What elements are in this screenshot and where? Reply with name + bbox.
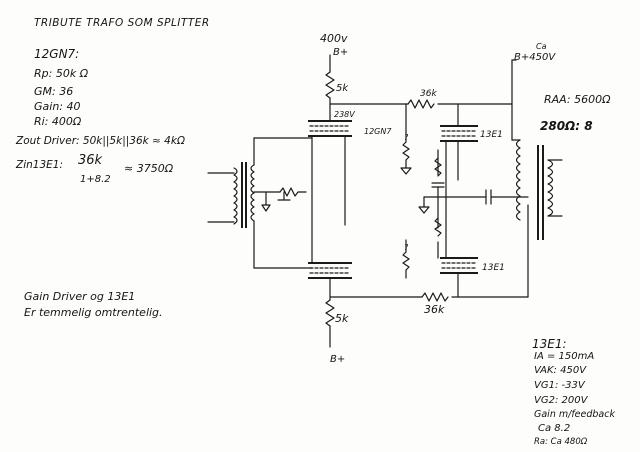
- spec-12gn7-ri: Ri: 400Ω: [34, 115, 82, 128]
- b-plus-right-ca: Ca: [536, 42, 547, 51]
- spec-13e1-vg2: VG2: 200V: [534, 395, 588, 406]
- spec-13e1-vak: VAK: 450V: [534, 365, 587, 376]
- note-line-2: Er temmelig omtrentelig.: [24, 306, 163, 319]
- output-tube-top: [440, 104, 478, 252]
- zin-label: Zin13E1:: [16, 159, 63, 171]
- driver-tube-top: [308, 121, 352, 245]
- zin-result: ≈ 3750Ω: [124, 162, 174, 175]
- zin-numerator: 36k: [78, 153, 103, 168]
- note-line-1: Gain Driver og 13E1: [24, 290, 136, 303]
- grid-pot-top: [401, 130, 411, 174]
- driver-tube-label: 12GN7: [364, 127, 392, 136]
- b-plus-bottom-label: B+: [330, 354, 346, 365]
- spec-12gn7-gain: Gain: 40: [34, 100, 81, 113]
- resistor-36k-top-value: 36k: [420, 89, 437, 99]
- b-plus-top-voltage: 400v: [320, 32, 348, 45]
- spec-13e1-vg1: VG1: -33V: [534, 380, 585, 391]
- spec-12gn7-rp: Rp: 50k Ω: [34, 67, 89, 80]
- output-tube-bottom-label: 13E1: [482, 263, 505, 273]
- output-transformer: [512, 140, 562, 240]
- resistor-top-value: 5k: [336, 83, 349, 94]
- top-feedback-rail: [330, 60, 512, 140]
- zout-driver-calc: Zout Driver: 50k||5k||36k ≈ 4kΩ: [16, 135, 185, 147]
- input-transformer: [208, 138, 254, 268]
- driver-plate-supply-bottom: [326, 300, 334, 347]
- spec-13e1-heading: 13E1:: [532, 337, 567, 351]
- spec-12gn7-gm: GM: 36: [34, 85, 74, 98]
- bottom-feedback-rail: [330, 205, 528, 301]
- output-tube-top-label: 13E1: [480, 130, 503, 140]
- raa-line-1: RAA: 5600Ω: [544, 93, 611, 106]
- raa-line-2: 280Ω: 8: [540, 119, 593, 133]
- zin-denominator: 1+8.2: [80, 174, 111, 185]
- grid-pot-bottom: [403, 240, 409, 278]
- spec-13e1-gain-feedback: Gain m/feedback: [534, 409, 615, 420]
- plate-voltage-label: 238V: [334, 110, 355, 119]
- driver-tube-bottom: [308, 245, 352, 300]
- b-plus-top-label: B+: [333, 47, 349, 58]
- coupling-network: [419, 150, 528, 258]
- output-tube-bottom: [440, 252, 478, 297]
- spec-13e1-ra: Ra: Ca 480Ω: [534, 437, 588, 447]
- spec-13e1-ca: Ca 8.2: [538, 423, 571, 434]
- resistor-36k-bottom-value: 36k: [424, 303, 445, 316]
- resistor-bottom-value: 5k: [335, 312, 349, 325]
- spec-13e1-ia: IA = 150mA: [534, 351, 595, 362]
- driver-plate-supply-top: [326, 55, 334, 120]
- spec-12gn7-heading: 12GN7:: [34, 47, 80, 61]
- page-title: TRIBUTE TRAFO SOM SPLITTER: [34, 17, 210, 29]
- b-plus-right-label: B+450V: [514, 52, 556, 63]
- bias-network: [254, 138, 312, 268]
